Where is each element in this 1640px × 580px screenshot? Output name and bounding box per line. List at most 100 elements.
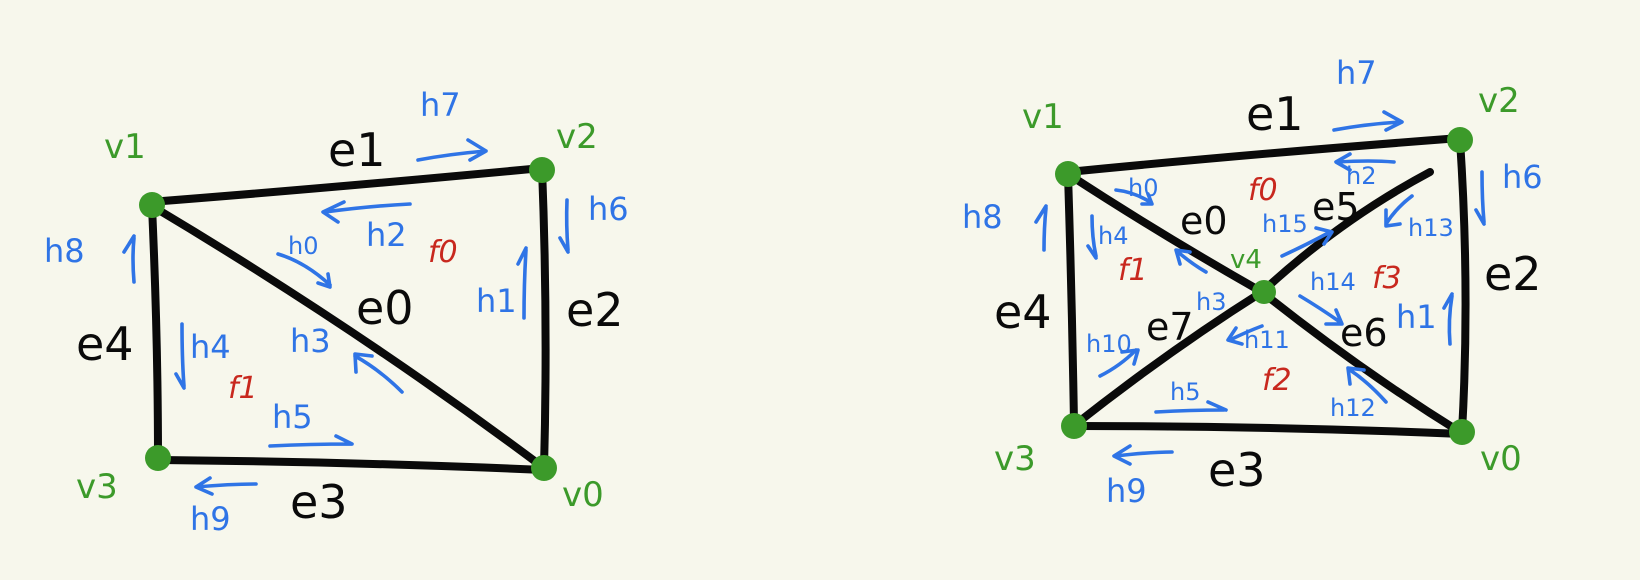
right-edge-e4-label: e4 [994,285,1052,339]
right-halfedge-h14: h14 [1310,268,1356,296]
left-halfedge-h4: h4 [190,328,231,366]
right-arrow-h14 [1298,294,1344,326]
left-vertex-v0-dot [531,455,557,481]
right-vertex-v1: v1 [1022,97,1064,137]
right-arrow-h5 [1154,400,1228,414]
left-vertex-v1-dot [139,192,165,218]
left-vertex-v2-dot [529,157,555,183]
right-halfedge-h6: h6 [1502,158,1543,196]
right-edge-e6 [1258,288,1464,436]
right-halfedge-h11: h11 [1244,326,1290,354]
left-vertex-v3-dot [145,445,171,471]
left-arrow-h8 [122,234,136,284]
left-halfedge-h8: h8 [44,232,85,270]
right-halfedge-h0: h0 [1128,174,1158,202]
left-vertex-v2: v2 [556,117,598,157]
left-arrow-h5 [268,434,354,448]
right-vertex-v1-dot [1055,161,1081,187]
left-halfedge-h1: h1 [476,282,517,320]
right-edge-e5-label: e5 [1312,185,1360,229]
right-edge-e6-label: e6 [1340,311,1388,355]
right-arrow-h13 [1384,194,1414,228]
right-face-f0: f0 [1248,173,1278,208]
right-vertex-v0-dot [1449,419,1475,445]
right-vertex-v4-dot [1252,280,1276,304]
right-face-f1: f1 [1118,253,1148,288]
right-arrow-h11 [1226,324,1264,346]
right-arrow-h12 [1346,366,1388,404]
left-arrow-h6 [558,198,570,254]
left-edge-e3-label: e3 [290,475,348,529]
left-arrow-h3 [353,352,404,394]
left-face-f0: f0 [428,235,458,270]
right-mesh: v1 v2 v3 v0 v4 e1 e2 e3 e4 e0 e5 e6 e7 h… [962,54,1543,510]
left-edge-e1 [146,164,546,206]
right-arrow-h3 [1174,248,1208,274]
left-halfedge-h5: h5 [272,398,313,436]
left-arrow-h4 [174,322,186,390]
right-edge-e2 [1456,136,1470,436]
right-edge-e5 [1258,168,1434,296]
left-vertex-v3: v3 [76,467,118,507]
right-halfedge-h12: h12 [1330,394,1376,422]
right-halfedge-h9: h9 [1106,472,1147,510]
right-halfedge-h15: h15 [1262,210,1308,238]
left-arrow-h7 [416,138,488,162]
right-face-f2: f2 [1262,363,1292,398]
left-halfedge-h0: h0 [288,232,318,260]
left-arrow-h0 [276,252,332,289]
right-edge-e7 [1072,288,1266,428]
left-halfedge-h9: h9 [190,500,231,538]
left-face-f1: f1 [228,371,258,406]
right-halfedge-h13: h13 [1408,214,1454,242]
right-vertex-v4: v4 [1230,245,1262,275]
right-halfedge-h7: h7 [1336,54,1377,92]
right-arrow-h2 [1334,152,1396,172]
right-face-f3: f3 [1372,261,1402,296]
left-arrow-h9 [194,476,258,496]
right-halfedge-h5: h5 [1170,378,1200,406]
right-edge-e3 [1072,422,1466,438]
right-vertex-v2-dot [1447,127,1473,153]
right-arrow-h7 [1332,110,1404,132]
left-halfedge-h7: h7 [420,86,461,124]
right-halfedge-h3: h3 [1196,288,1226,316]
right-arrow-h15 [1280,226,1334,258]
left-mesh: v1 v2 v3 v0 e1 e2 e3 e4 e0 h7 h6 h8 h0 h… [44,86,629,538]
right-arrow-h10 [1098,348,1140,378]
left-edge-e0-label: e0 [356,281,414,335]
right-vertex-v0: v0 [1480,439,1522,479]
left-arrow-h1 [516,246,528,320]
right-vertex-v3: v3 [994,439,1036,479]
left-edge-e2 [538,164,550,472]
right-edge-e4 [1064,170,1078,428]
left-halfedge-h3: h3 [290,322,331,360]
right-vertex-v3-dot [1061,413,1087,439]
left-halfedge-h6: h6 [588,190,629,228]
left-vertex-v1: v1 [104,127,146,167]
right-halfedge-h2: h2 [1346,162,1376,190]
right-edge-e2-label: e2 [1484,247,1542,301]
right-halfedge-h10: h10 [1086,330,1132,358]
right-edge-e7-label: e7 [1146,305,1194,349]
left-edge-e3 [156,456,548,474]
left-edge-e2-label: e2 [566,283,624,337]
right-arrow-h8 [1034,204,1048,252]
right-arrow-h4 [1086,214,1098,260]
right-arrow-h6 [1474,170,1486,226]
left-arrow-h2 [321,200,412,224]
left-vertex-v0: v0 [562,475,604,515]
right-edge-e1-label: e1 [1246,87,1304,141]
right-halfedge-h4: h4 [1098,222,1128,250]
left-halfedge-h2: h2 [366,216,407,254]
right-arrow-h1 [1442,292,1454,346]
right-edge-e0-label: e0 [1180,199,1228,243]
left-edge-e4 [148,202,162,462]
left-edge-e4-label: e4 [76,317,134,371]
right-edge-e1 [1064,134,1464,176]
right-arrow-h0 [1114,188,1154,206]
right-vertex-v2: v2 [1478,81,1520,121]
left-edge-e1-label: e1 [328,123,386,177]
right-edge-e0 [1064,170,1266,296]
